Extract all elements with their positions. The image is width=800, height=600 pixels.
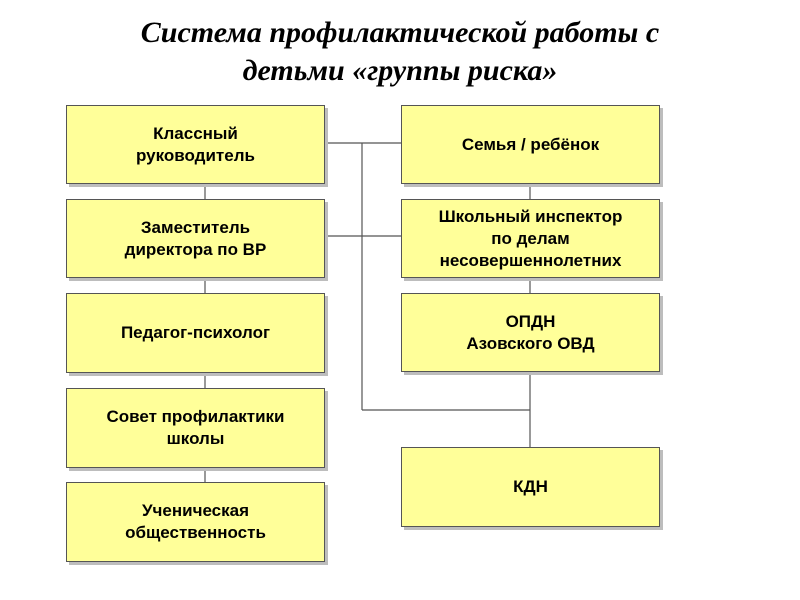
box-line: Педагог-психолог: [120, 323, 271, 342]
box-line: Классный: [153, 123, 238, 143]
box-line: Школьный инспектор: [438, 206, 623, 226]
box-class-teacher: Классный руководитель: [66, 105, 325, 184]
box-deputy-director: Заместитель директора по ВР: [66, 199, 325, 278]
box-opdn: ОПДН Азовского ОВД: [401, 293, 660, 372]
box-line: КДН: [513, 477, 548, 496]
box-psychologist: Педагог-психолог: [66, 293, 325, 373]
diagram-title: Система профилактической работы с детьми…: [0, 14, 800, 90]
box-line: Ученическая: [141, 501, 250, 520]
box-kdn: КДН: [401, 447, 660, 527]
box-line: несовершеннолетних: [439, 250, 622, 270]
title-line-1: Система профилактической работы с: [140, 16, 660, 49]
box-line: Совет профилактики: [106, 407, 285, 426]
title-line-2: детьми «группы риска»: [242, 54, 558, 87]
box-school-inspector: Школьный инспектор по делам несовершенно…: [401, 199, 660, 278]
box-line: Семья / ребёнок: [461, 134, 600, 154]
box-line: общественность: [125, 523, 266, 542]
box-line: директора по ВР: [124, 239, 267, 259]
box-line: школы: [166, 429, 225, 448]
box-line: ОПДН: [505, 311, 556, 331]
box-student-community: Ученическая общественность: [66, 482, 325, 562]
box-line: руководитель: [136, 145, 255, 165]
box-prevention-council: Совет профилактики школы: [66, 388, 325, 468]
box-family-child: Семья / ребёнок: [401, 105, 660, 184]
box-line: Азовского ОВД: [466, 333, 595, 353]
box-line: Заместитель: [140, 217, 251, 237]
box-line: по делам: [491, 228, 570, 248]
